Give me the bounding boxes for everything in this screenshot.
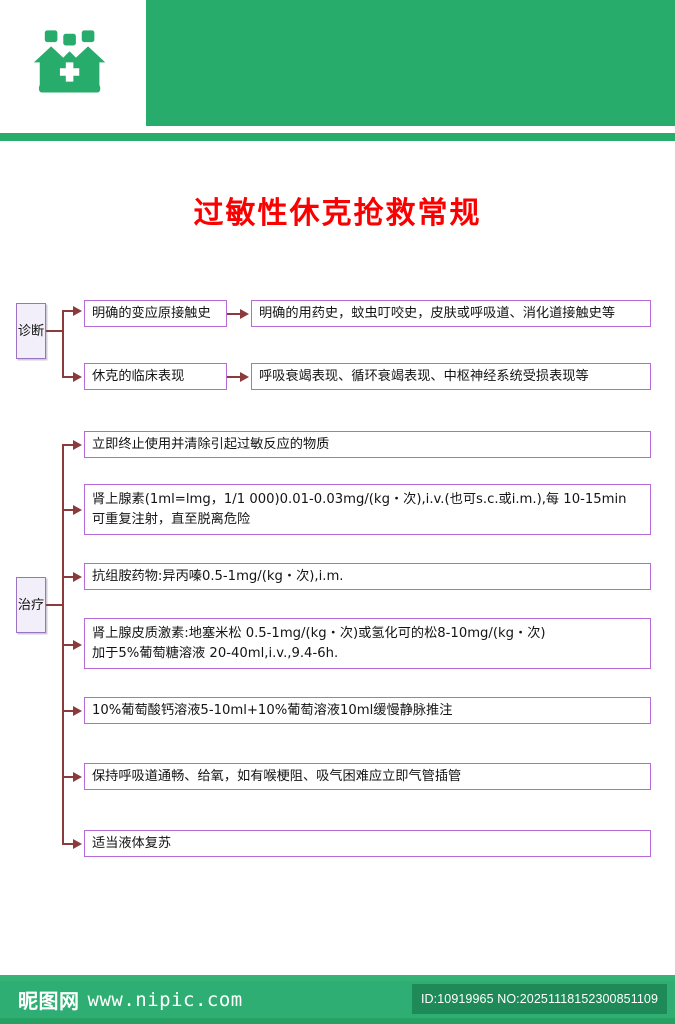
treatment-item-4: 肾上腺皮质激素:地塞米松 0.5-1mg/(kg・次)或氢化可的松8-10mg/… [84, 618, 651, 669]
connector-treatment-item-2 [62, 509, 74, 511]
connector-treatment-item-1 [62, 444, 74, 446]
arrow-treatment-item-5 [73, 706, 82, 716]
arrow-treatment-item-7 [73, 839, 82, 849]
diagnosis-row1-primary: 明确的变应原接触史 [84, 300, 227, 327]
arrow-diagnosis-row1 [73, 306, 82, 316]
diagnosis-row2-detail: 呼吸衰竭表现、循环衰竭表现、中枢神经系统受损表现等 [251, 363, 651, 390]
connector-treatment-item-7 [62, 843, 74, 845]
watermark-site-url: www.nipic.com [87, 988, 243, 1011]
footer-watermark-bar: 昵图网 www.nipic.com ID:10919965 NO:2025111… [0, 975, 675, 1024]
connector-diagnosis-row1 [62, 310, 74, 312]
connector-treatment-item-4 [62, 644, 74, 646]
connector-treatment-stub [46, 604, 63, 606]
connector-diagnosis-row1-detail [227, 313, 241, 315]
watermark-id-badge: ID:10919965 NO:20251118152300851109 [411, 984, 667, 1014]
arrow-diagnosis-row1-detail [240, 309, 249, 319]
diagnosis-row1-detail: 明确的用药史，蚊虫叮咬史，皮肤或呼吸道、消化道接触史等 [251, 300, 651, 327]
arrow-treatment-item-4 [73, 640, 82, 650]
arrow-treatment-item-2 [73, 505, 82, 515]
footer-inner: 昵图网 www.nipic.com ID:10919965 NO:2025111… [0, 981, 675, 1018]
treatment-item-1: 立即终止使用并清除引起过敏反应的物质 [84, 431, 651, 458]
arrow-treatment-item-3 [73, 572, 82, 582]
family-house-medical-cross-icon [28, 22, 112, 106]
stage-label-diagnosis: 诊断 [16, 303, 46, 359]
arrow-diagnosis-row2 [73, 372, 82, 382]
page-title: 过敏性休克抢救常规 [193, 196, 482, 231]
header-divider-rule [0, 133, 675, 141]
diagnosis-row2-primary: 休克的临床表现 [84, 363, 227, 390]
connector-diagnosis-stub [46, 330, 63, 332]
connector-diagnosis-trunk [62, 310, 64, 377]
connector-treatment-item-3 [62, 576, 74, 578]
treatment-item-7: 适当液体复苏 [84, 830, 651, 857]
treatment-item-2: 肾上腺素(1ml=lmg，1/1 000)0.01-0.03mg/(kg・次),… [84, 484, 651, 535]
page-header [0, 0, 675, 126]
logo-pane [0, 0, 146, 126]
treatment-item-5: 10%葡萄酸钙溶液5-10ml+10%葡萄溶液10ml缓慢静脉推注 [84, 697, 651, 724]
connector-diagnosis-row2 [62, 376, 74, 378]
stage-label-treatment: 治疗 [16, 577, 46, 633]
watermark-site-name: 昵图网 [18, 989, 80, 1013]
connector-treatment-item-5 [62, 710, 74, 712]
arrow-treatment-item-6 [73, 772, 82, 782]
connector-treatment-item-6 [62, 776, 74, 778]
arrow-diagnosis-row2-detail [240, 372, 249, 382]
treatment-item-3: 抗组胺药物:异丙嗪0.5-1mg/(kg・次),i.m. [84, 563, 651, 590]
arrow-treatment-item-1 [73, 440, 82, 450]
treatment-item-6: 保持呼吸道通畅、给氧，如有喉梗阻、吸气困难应立即气管插管 [84, 763, 651, 790]
header-green-band [146, 0, 675, 126]
connector-diagnosis-row2-detail [227, 376, 241, 378]
